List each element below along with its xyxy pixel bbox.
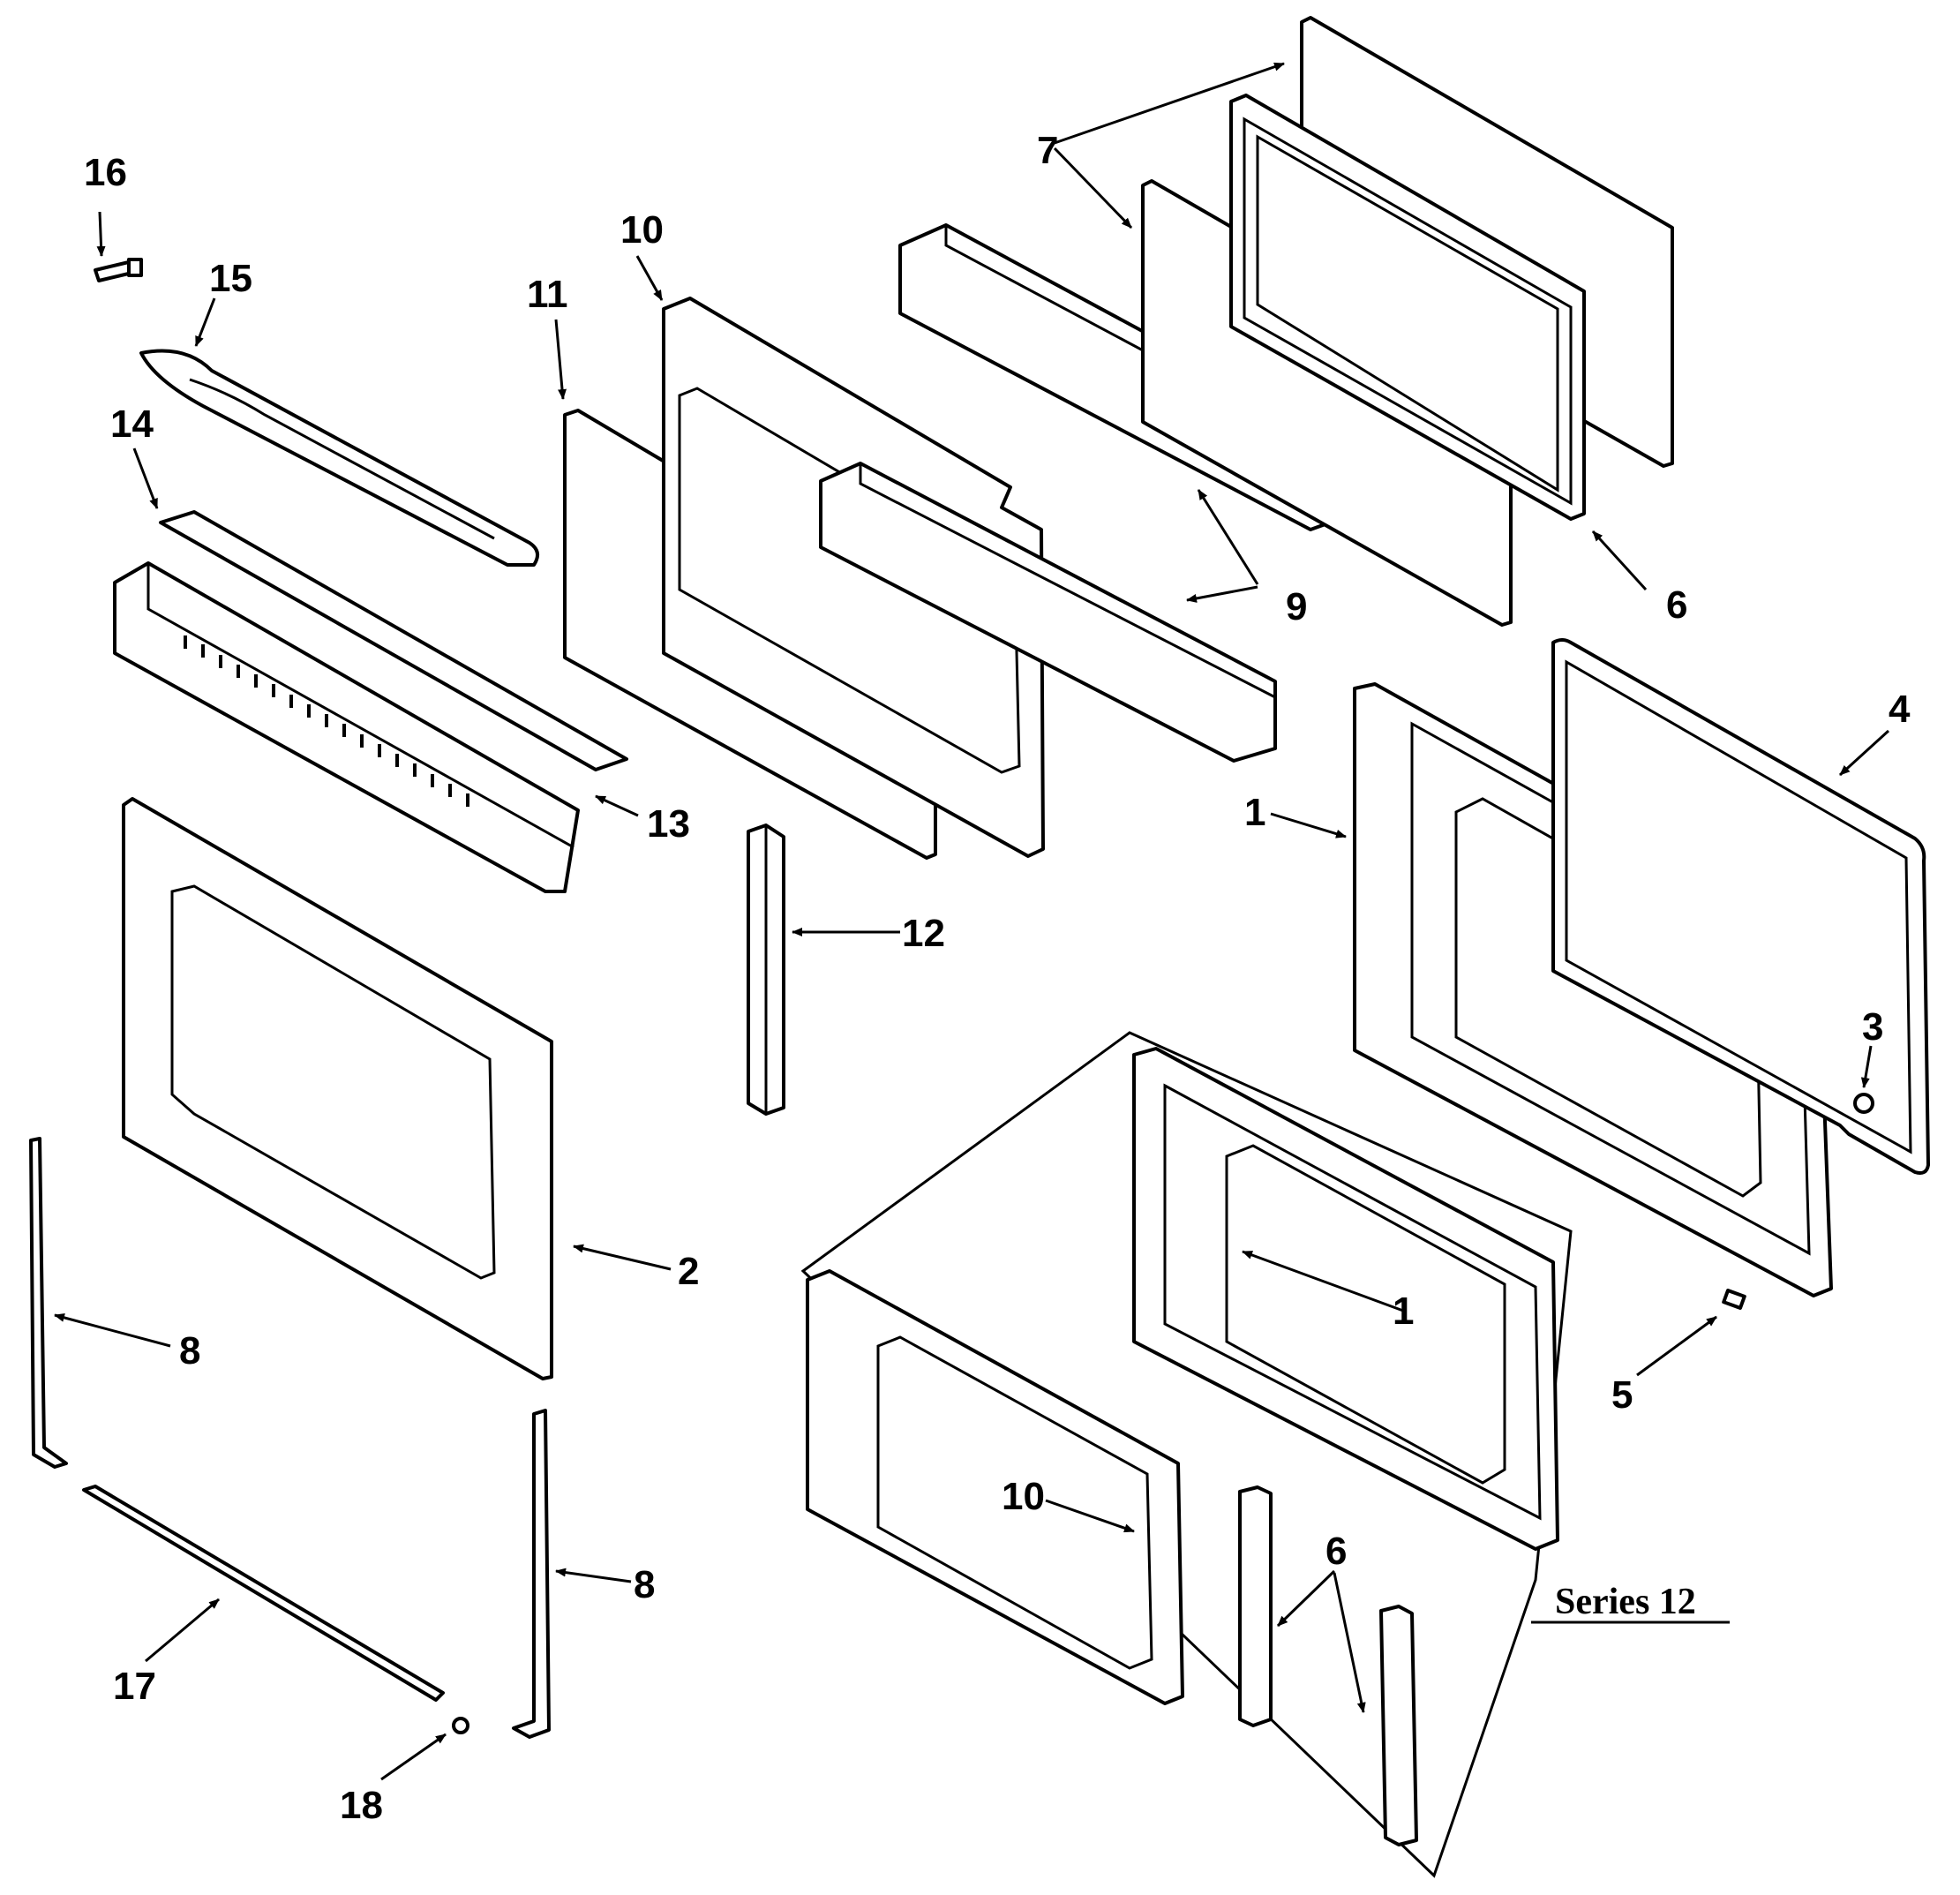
label-8-left: 8	[179, 1329, 200, 1372]
trim-strip-part-14	[132, 447, 628, 771]
label-series-6: 6	[1325, 1530, 1347, 1573]
label-series-10: 10	[1002, 1475, 1045, 1518]
label-3: 3	[1862, 1005, 1883, 1049]
label-2: 2	[678, 1250, 699, 1293]
part-labels: 16 15 14 13 11 10 7 9 6 12 2 8 8 17 18 1…	[84, 129, 1911, 1827]
inner-frame-part-10	[635, 255, 1045, 858]
gasket-part-4	[1551, 638, 1930, 1175]
series-12-callout	[800, 1031, 1730, 1878]
label-10: 10	[620, 208, 664, 252]
label-1: 1	[1244, 791, 1265, 834]
label-11: 11	[527, 273, 568, 316]
label-12: 12	[902, 912, 945, 955]
label-13: 13	[647, 802, 690, 846]
fastener-part-3	[1853, 1045, 1874, 1114]
label-7: 7	[1037, 129, 1058, 172]
label-6: 6	[1666, 583, 1687, 627]
label-14: 14	[110, 402, 154, 446]
handle-part-15	[139, 297, 539, 567]
screw-part-18	[380, 1717, 469, 1781]
label-9: 9	[1286, 585, 1307, 628]
bottom-strip-part-17	[82, 1485, 445, 1702]
screw-part-16	[94, 211, 143, 282]
side-trim-part-8-right	[512, 1409, 632, 1739]
vent-panel-part-13	[113, 561, 639, 893]
label-8-right: 8	[634, 1563, 655, 1606]
side-trim-part-8-left	[29, 1137, 171, 1469]
label-series-1: 1	[1393, 1290, 1414, 1333]
label-17: 17	[113, 1665, 156, 1708]
series-12-caption: Series 12	[1555, 1582, 1696, 1622]
label-16: 16	[84, 151, 127, 194]
label-15: 15	[209, 257, 252, 300]
clip-part-5	[1636, 1289, 1746, 1377]
label-4: 4	[1889, 688, 1911, 731]
door-frame-part-6	[1229, 94, 1648, 591]
label-18: 18	[340, 1784, 383, 1827]
hinge-channel-part-12	[747, 823, 900, 1116]
vent-slots	[184, 635, 469, 807]
outer-door-panel-part-2	[122, 797, 672, 1380]
label-5: 5	[1611, 1373, 1633, 1417]
